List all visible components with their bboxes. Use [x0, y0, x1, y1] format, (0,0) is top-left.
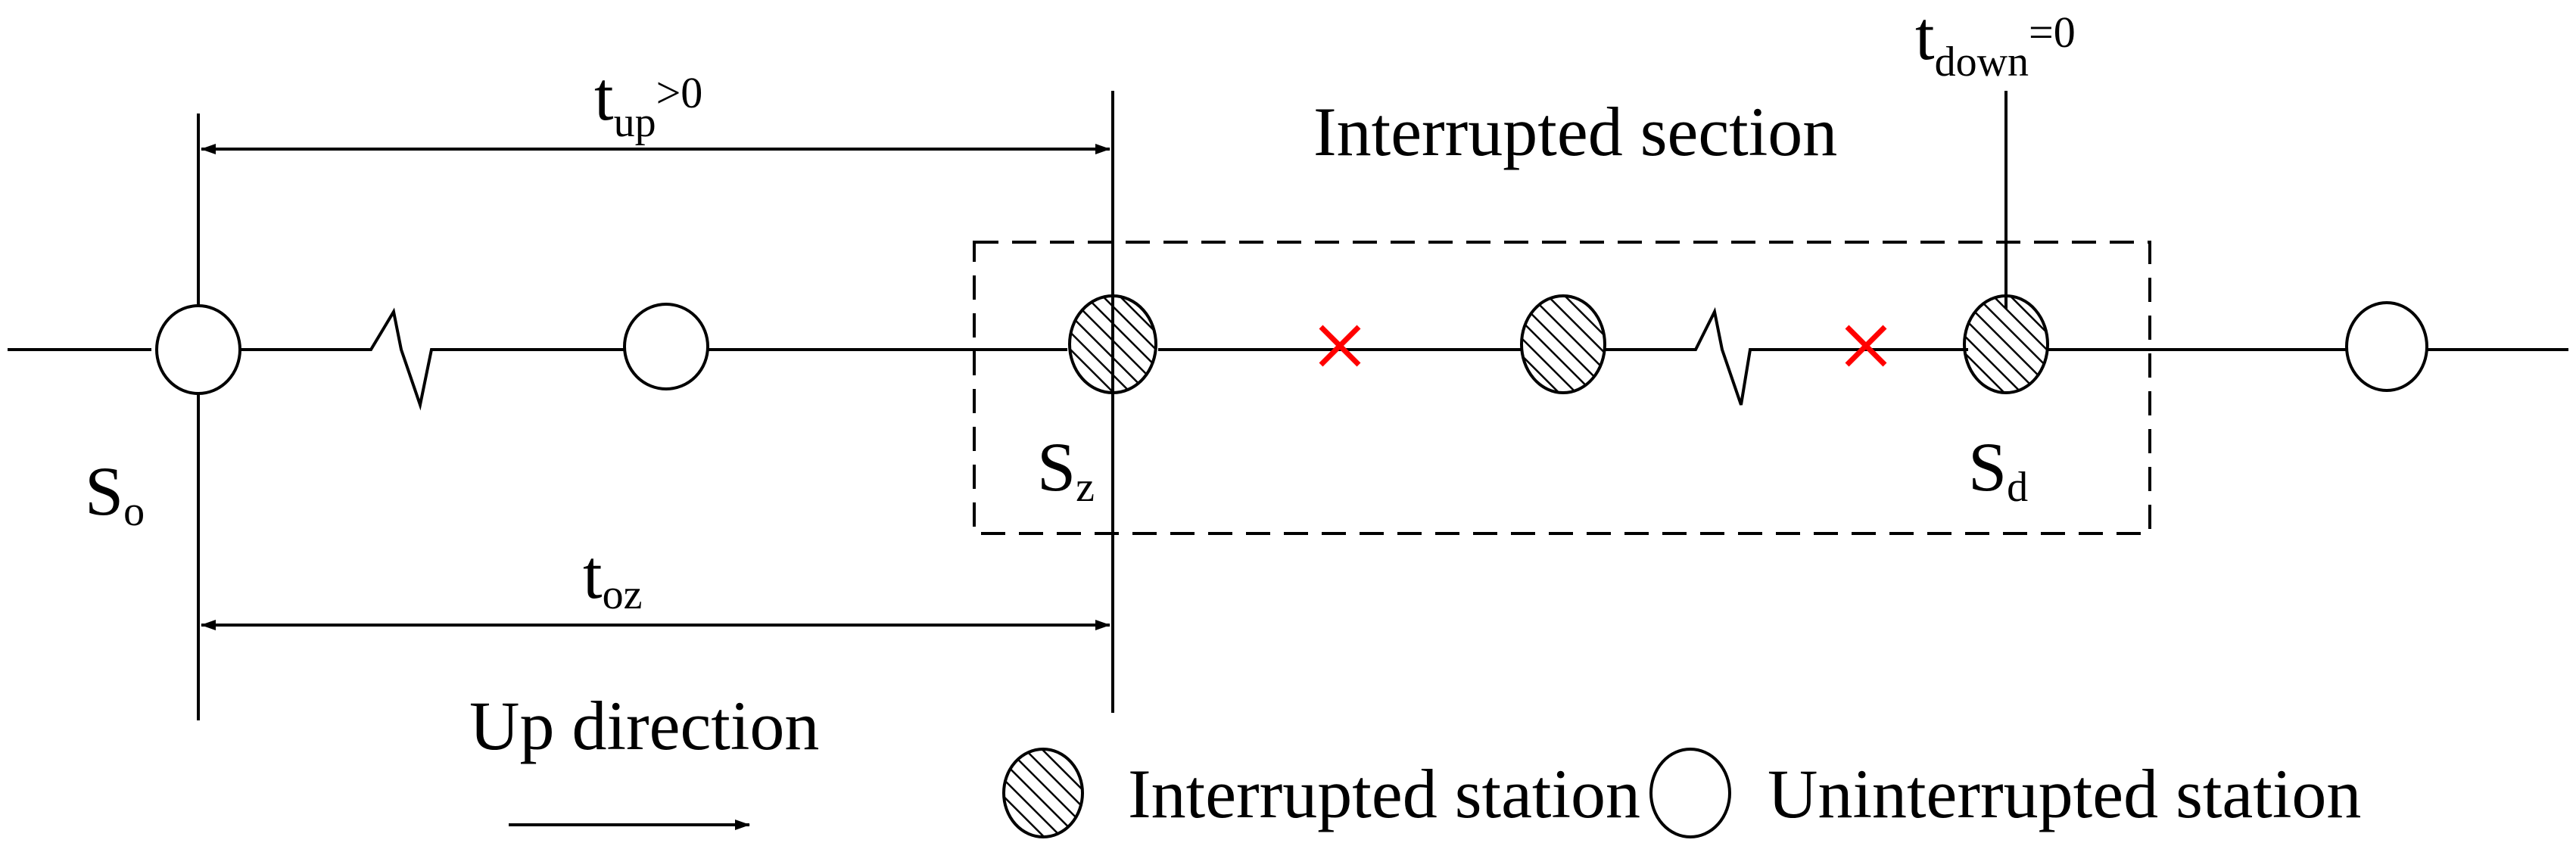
- main-line: [8, 306, 2568, 411]
- s-d-label: Sd: [1968, 428, 2028, 511]
- s-o-label: So: [85, 453, 145, 535]
- legend-uninterrupted-icon: [1649, 748, 1731, 838]
- interrupted-section-title: Interrupted section: [1313, 93, 1837, 170]
- break-mark-1: [1319, 325, 1361, 367]
- station-s-d: [1963, 294, 2049, 394]
- interrupted-section-box: [973, 241, 2151, 535]
- station-uninterrupted-last: [2345, 301, 2428, 392]
- station-interrupted-middle: [1520, 294, 1606, 394]
- up-direction-label: Up direction: [469, 687, 819, 764]
- legend-uninterrupted-label: Uninterrupted station: [1768, 755, 2361, 832]
- t-down-label: tdown=0: [1915, 0, 2076, 86]
- legend-interrupted-icon: [1002, 748, 1084, 838]
- station-uninterrupted-2: [623, 303, 709, 390]
- station-s-o: [155, 304, 241, 395]
- break-mark-2: [1845, 325, 1887, 367]
- t-up-label: tup>0: [594, 58, 702, 146]
- s-z-label: Sz: [1037, 428, 1095, 511]
- station-s-z: [1068, 294, 1157, 394]
- legend-interrupted-label: Interrupted station: [1128, 755, 1640, 832]
- t-oz-label: toz: [583, 536, 642, 618]
